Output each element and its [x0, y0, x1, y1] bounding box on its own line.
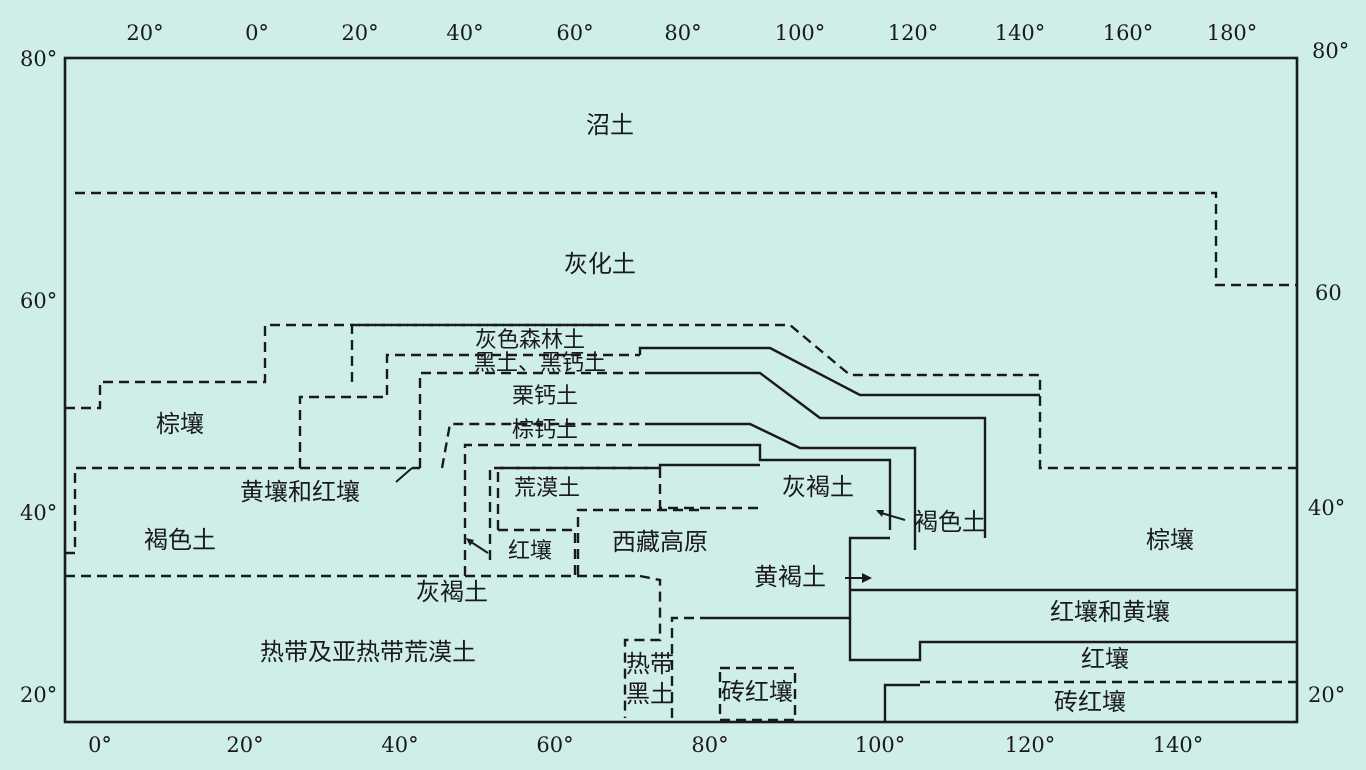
zone-label-brown-earth-west: 棕壤 [156, 410, 204, 438]
pointer-yellow-brown-head [862, 573, 872, 583]
zone-label-gray-brown-west: 灰褐土 [416, 578, 488, 606]
zone-label-yellow-red-west: 黄壤和红壤 [240, 478, 360, 506]
zone-label-red-yellow-east: 红壤和黄壤 [1050, 598, 1170, 626]
left-lat-label: 20° [20, 683, 57, 707]
right-lat-label: 20° [1308, 683, 1345, 707]
boundary-chernozem-top-east [638, 346, 1040, 397]
bottom-lon-label: 0° [88, 733, 112, 757]
right-lat-label: 60 [1315, 281, 1342, 305]
bottom-lon-label: 60° [536, 733, 573, 757]
boundary-laterite-center [718, 666, 797, 722]
zone-label-chernozem: 黑土、黑钙土 [474, 351, 606, 376]
boundary-tibet-west [576, 508, 700, 575]
boundary-tropical-black [670, 616, 700, 718]
zone-label-tibet: 西藏高原 [612, 528, 708, 556]
bottom-lon-label: 140° [1153, 733, 1204, 757]
top-lon-label: 180° [1207, 21, 1258, 45]
zone-label-tundra: 沼土 [586, 111, 634, 139]
zone-label-laterite-east: 砖红壤 [1054, 688, 1126, 716]
boundary-desert-east [658, 463, 760, 468]
bottom-lon-label: 20° [226, 733, 263, 757]
boundary-red-small [498, 528, 577, 575]
bottom-lon-label: 80° [691, 733, 728, 757]
top-lon-label: 20° [126, 21, 163, 45]
zone-label-chestnut: 栗钙土 [512, 384, 578, 409]
zone-label-red-small: 红壤 [508, 539, 552, 564]
left-lat-label: 40° [20, 501, 57, 525]
zone-label-brown-earth-east: 棕壤 [1146, 526, 1194, 554]
boundary-east-1 [700, 588, 1297, 620]
right-lat-label: 40° [1308, 496, 1345, 520]
boundary-east-tibet [848, 536, 890, 590]
zone-label-red-east: 红壤 [1081, 645, 1129, 673]
top-lon-label: 60° [556, 21, 593, 45]
zone-label-gray-forest: 灰色森林土 [475, 328, 585, 353]
zone-label-brown-calcic: 棕钙土 [512, 418, 578, 443]
top-lon-label: 100° [775, 21, 826, 45]
boundary-brown-calcic-east [645, 422, 917, 550]
top-lon-label: 80° [664, 21, 701, 45]
boundary-east-2 [848, 618, 1297, 662]
top-lon-label: 0° [245, 21, 269, 45]
zone-label-tropical-black-1: 热带 [626, 650, 674, 678]
zone-label-desert: 荒漠土 [514, 476, 580, 501]
boundary-podzol-brown-west [65, 323, 600, 410]
boundary-east-4 [883, 683, 920, 722]
zone-label-tropical-black-2: 黑土 [626, 680, 674, 708]
pointer-red-small-head [466, 538, 474, 546]
top-lon-label: 140° [995, 21, 1046, 45]
left-lat-label: 80° [20, 47, 57, 71]
boundary-tundra [75, 191, 1297, 287]
boundary-desert-inner [496, 466, 760, 530]
boundary-brown-west-south [65, 466, 420, 555]
zone-label-brown-color-east: 褐色土 [914, 508, 986, 536]
zone-label-laterite-center: 砖红壤 [721, 678, 793, 706]
top-lon-label: 160° [1103, 21, 1154, 45]
bottom-lon-label: 100° [855, 733, 906, 757]
top-lon-label: 40° [446, 21, 483, 45]
map-frame [63, 56, 1299, 724]
zone-label-tropical-desert: 热带及亚热带荒漠土 [260, 638, 476, 666]
right-lat-label: 80° [1312, 39, 1349, 63]
boundary-gray-forest-top [350, 323, 1297, 470]
bottom-lon-label: 40° [381, 733, 418, 757]
pointer-brown-color-head [876, 510, 884, 517]
pointer-yellow-red [395, 467, 413, 483]
bottom-lon-label: 120° [1005, 733, 1056, 757]
zone-label-yellow-brown: 黄褐土 [754, 563, 826, 591]
boundary-tropical-desert [623, 574, 662, 718]
boundary-desert-top-east [645, 443, 892, 530]
top-lon-label: 20° [341, 21, 378, 45]
zone-label-podzol: 灰化土 [564, 250, 636, 278]
boundary-brown-calcic-desert [463, 443, 645, 576]
boundary-chestnut-top-east [652, 371, 987, 538]
zone-label-brown-color-west: 褐色土 [144, 526, 216, 554]
left-lat-label: 60° [20, 289, 57, 313]
top-lon-label: 120° [888, 21, 939, 45]
boundary-chernozem-chestnut [418, 371, 652, 468]
zone-label-gray-brown-east: 灰褐土 [782, 473, 854, 501]
